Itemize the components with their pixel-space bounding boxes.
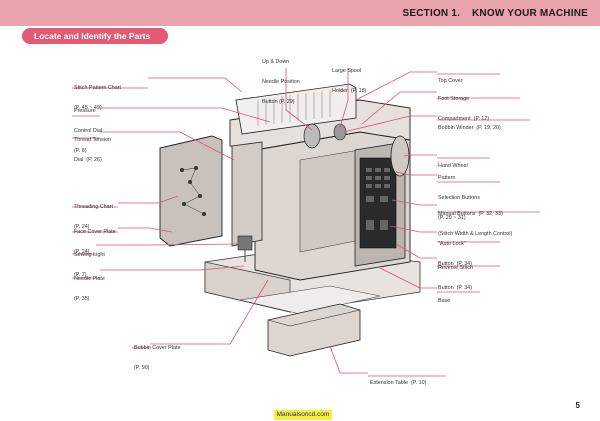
pattern-selection-buttons-label: Pattern Selection Buttons (P. 29 ~ 31) — [438, 162, 480, 228]
label-line: Thread Tension — [74, 137, 112, 144]
stitch-pattern-chart-label: Stitch Pattern Chart (P. 45 ~ 49) — [74, 72, 121, 118]
label-line: (P. 24) — [74, 223, 90, 230]
bobbin-cover-plate-label: Bobbin Cover Plate (P. 90) — [134, 332, 180, 378]
label-line: Control Dial — [74, 127, 103, 134]
needle-position-button-label: Up & Down Needle Position Button (P. 29) — [262, 46, 300, 112]
label-line: Hand Wheel — [438, 163, 468, 170]
label-line: Stitch Pattern Chart — [74, 85, 122, 92]
label-line: Face Cover Plate — [74, 229, 116, 236]
label-underlines — [72, 73, 540, 377]
label-line: Needle Position — [262, 78, 300, 85]
watermark: Manualsoncd.com — [274, 410, 332, 420]
label-line: Bobbin Winder (P. 19, 20) — [438, 125, 501, 132]
label-line: Holder (P. 18) — [332, 87, 367, 94]
label-line: (P. 24) — [74, 248, 90, 255]
label-line: Up & Down — [262, 59, 290, 66]
label-line: Button (P. 34) — [438, 284, 473, 291]
label-line: Compartment (P. 12) — [438, 115, 490, 122]
label-line: Threading Chart — [74, 204, 113, 211]
needle-plate-label: Needle Plate (P. 35) — [74, 263, 105, 309]
label-line: Pressure — [74, 108, 96, 115]
face-cover-plate-label: Face Cover Plate (P. 24) — [74, 216, 116, 262]
large-spool-holder-label: Large Spool Holder (P. 18) — [332, 55, 366, 101]
label-line: (P. 45 ~ 49) — [74, 104, 102, 111]
base-label: Base — [438, 285, 450, 311]
label-line: "Auto Lock" — [438, 241, 466, 248]
hand-wheel-label: Hand Wheel — [438, 150, 468, 176]
label-line: Pattern — [438, 175, 456, 182]
banner-pill — [22, 28, 168, 44]
pressure-control-dial-label: Pressure Control Dial (P. 8) — [74, 95, 102, 161]
label-line: (P. 90) — [134, 364, 150, 371]
section-title: SECTION 1. KNOW YOUR MACHINE — [403, 8, 589, 19]
machine-arm — [229, 83, 411, 177]
thread-tension-dial-label: Thread Tension Dial (P. 26) — [74, 124, 111, 170]
label-line: (P. 29 ~ 31) — [438, 214, 466, 221]
top-band — [0, 0, 600, 26]
label-line: Dial (P. 26) — [74, 156, 102, 163]
section-heading: KNOW YOUR MACHINE — [472, 8, 588, 19]
banner-title: Locate and Identify the Parts — [34, 31, 151, 41]
bobbin-winder-label: Bobbin Winder (P. 19, 20) — [438, 112, 501, 138]
label-line: Bobbin Cover Plate — [134, 345, 181, 352]
label-line: (Stitch Width & Length Control) — [438, 230, 513, 237]
label-line: Needle Plate — [74, 276, 105, 283]
auto-lock-button-label: "Auto Lock" Button (P. 34) — [438, 228, 472, 274]
label-line: (P. 8) — [74, 147, 87, 154]
label-line: Manual Buttons (P. 32, 33) — [438, 211, 503, 218]
section-number: SECTION 1. — [402, 8, 461, 19]
label-line: Foot Storage — [438, 96, 470, 103]
page-number: 5 — [575, 401, 580, 410]
label-line: Sewing Light — [74, 252, 105, 259]
label-line: Selection Buttons — [438, 194, 480, 201]
label-line: Base — [438, 298, 451, 305]
manual-buttons-label: Manual Buttons (P. 32, 33) (Stitch Width… — [438, 198, 512, 244]
foot-storage-label: Foot Storage Compartment (P. 12) — [438, 83, 489, 129]
face-cover-plate — [159, 135, 223, 247]
leader-lines — [96, 68, 437, 374]
label-line: Extension Table (P. 10) — [370, 380, 427, 387]
extension-table — [267, 303, 361, 357]
sewing-light-label: Sewing Light (P. 7) — [74, 239, 105, 285]
top-cover-label: Top Cover — [438, 65, 463, 91]
label-line: (P. 35) — [74, 295, 90, 302]
machine-head — [231, 141, 263, 262]
reverse-stitch-button-label: Reverse Stitch Button (P. 34) — [438, 252, 473, 298]
label-line: Button (P. 29) — [262, 98, 295, 105]
machine-body — [254, 131, 411, 281]
label-line: Reverse Stitch — [438, 265, 474, 272]
label-line: Button (P. 34) — [438, 260, 473, 267]
threading-chart-label: Threading Chart (P. 24) — [74, 191, 113, 237]
label-line: Top Cover — [438, 78, 463, 85]
extension-table-label: Extension Table (P. 10) — [370, 367, 426, 393]
label-line: (P. 7) — [74, 271, 87, 278]
label-line: Large Spool — [332, 68, 362, 75]
